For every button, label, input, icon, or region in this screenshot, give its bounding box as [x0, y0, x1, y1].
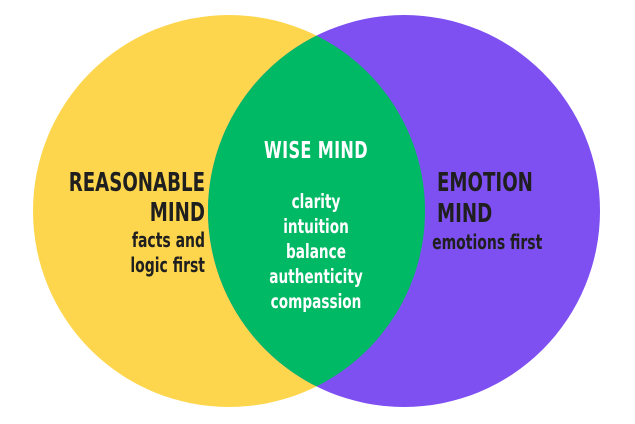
wise-mind-label-group: WISE MIND clarity intuition balance auth… [264, 137, 368, 312]
emotion-mind-label-group: EMOTION MIND emotions first [432, 168, 542, 255]
reasonable-mind-label-group: REASONABLE MIND facts and logic first [69, 168, 205, 278]
reasonable-mind-sublabel-line1: facts and [132, 230, 205, 253]
reasonable-mind-label-line2: MIND [150, 198, 205, 228]
wise-mind-item-clarity: clarity [292, 189, 341, 212]
wise-mind-overlap [207, 35, 426, 387]
wise-mind-item-authenticity: authenticity [269, 264, 363, 287]
reasonable-mind-sublabel-line2: logic first [130, 255, 205, 278]
emotion-mind-sublabel: emotions first [432, 232, 542, 255]
emotion-mind-label-line2: MIND [437, 199, 492, 229]
wise-mind-item-intuition: intuition [283, 214, 349, 237]
emotion-mind-label-line1: EMOTION [437, 168, 533, 198]
wise-mind-item-compassion: compassion [271, 289, 362, 312]
reasonable-mind-label-line1: REASONABLE [69, 168, 205, 198]
wise-mind-item-balance: balance [286, 239, 346, 262]
wise-mind-title: WISE MIND [264, 137, 368, 164]
